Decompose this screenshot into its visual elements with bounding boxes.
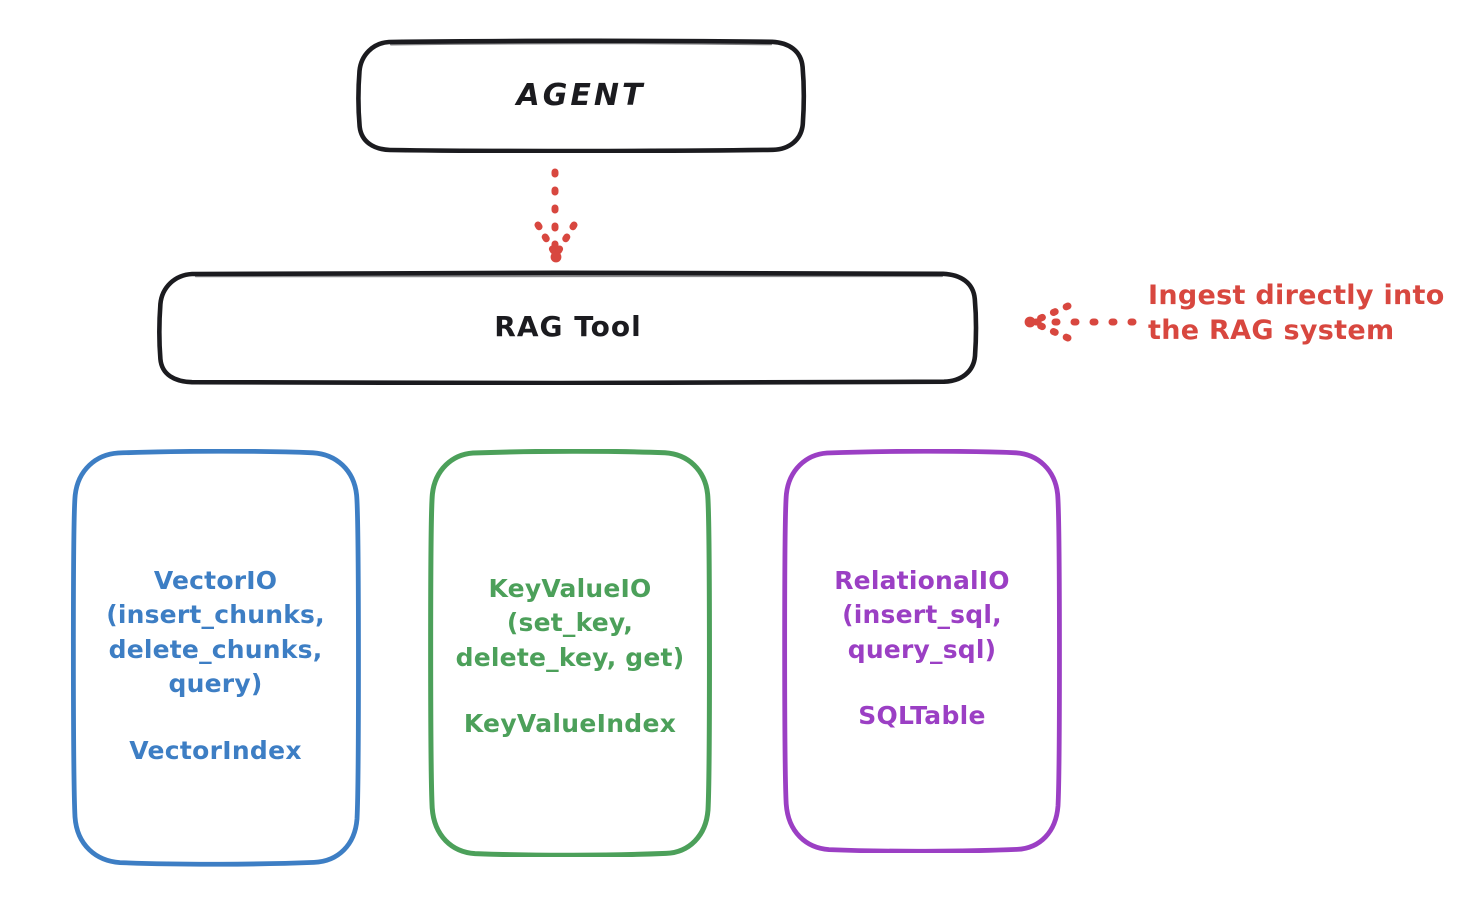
node-relational-io-label: RelationalIO (insert_sql, query_sql)	[834, 565, 1010, 664]
node-key-value-io-label: KeyValueIO (set_key, delete_key, get)	[455, 573, 685, 672]
connector-ingest-to-rag-tool	[1024, 302, 1137, 342]
node-relational-io[interactable]: RelationalIO (insert_sql, query_sql) SQL…	[781, 449, 1063, 853]
node-agent-label: AGENT	[516, 78, 646, 113]
node-vector-io-label: VectorIO (insert_chunks, delete_chunks, …	[106, 565, 325, 699]
node-vector-io-sublabel: VectorIndex	[129, 735, 302, 765]
node-vector-io[interactable]: VectorIO (insert_chunks, delete_chunks, …	[70, 449, 361, 867]
connector-agent-to-rag-tool	[534, 168, 578, 263]
vector-io-content: VectorIO (insert_chunks, delete_chunks, …	[70, 564, 361, 765]
relational-io-content: RelationalIO (insert_sql, query_sql) SQL…	[781, 564, 1063, 731]
node-agent[interactable]: AGENT	[355, 38, 807, 153]
node-key-value-io-sublabel: KeyValueIndex	[463, 709, 677, 739]
node-relational-io-sublabel: SQLTable	[858, 701, 986, 731]
key-value-io-content: KeyValueIO (set_key, delete_key, get) Ke…	[427, 572, 713, 739]
node-rag-tool[interactable]: RAG Tool	[156, 270, 980, 385]
annotation-ingest: Ingest directly into the RAG system	[1148, 280, 1445, 347]
node-rag-tool-label: RAG Tool	[494, 310, 642, 344]
node-key-value-io[interactable]: KeyValueIO (set_key, delete_key, get) Ke…	[427, 449, 713, 857]
